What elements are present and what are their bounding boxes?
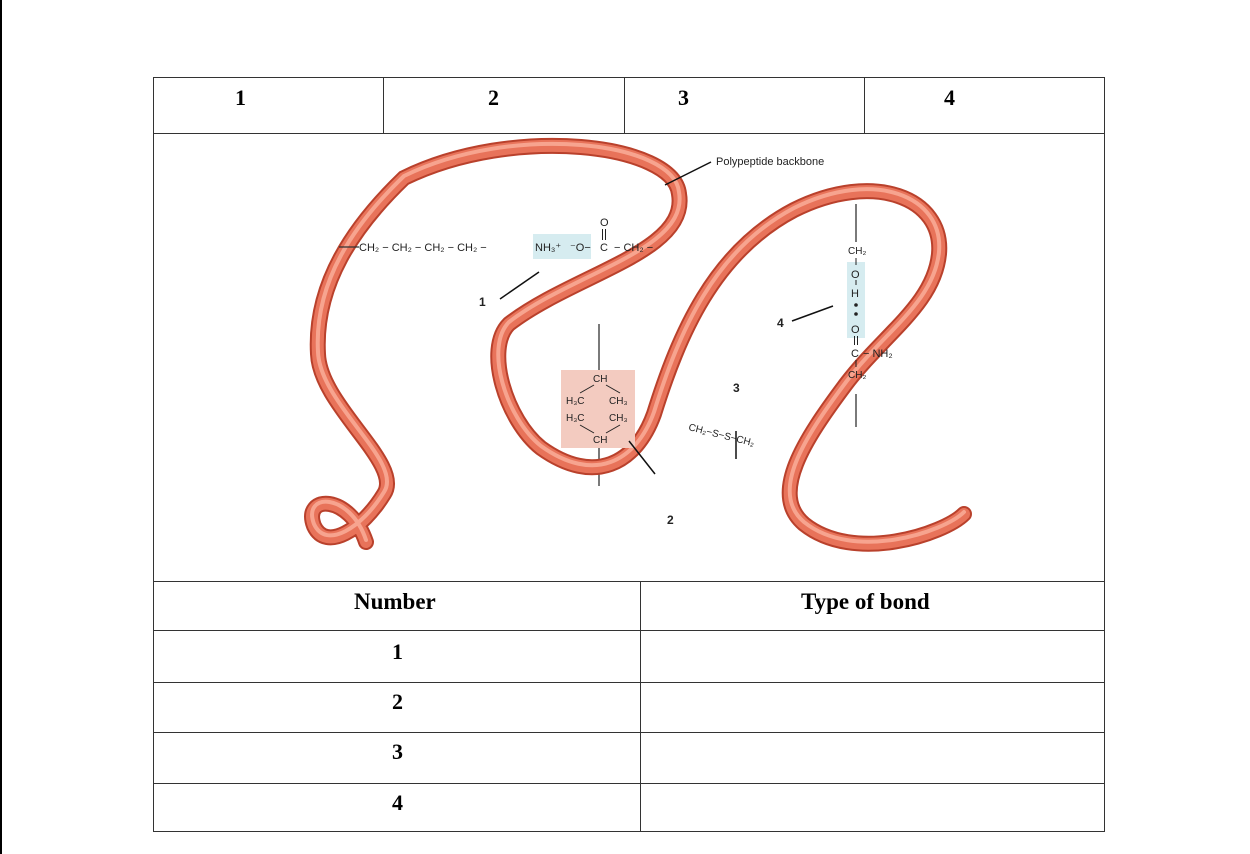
header-cell-2: 2 (488, 85, 499, 110)
bond-answer-table: Number Type of bond 1 2 3 4 (154, 581, 1104, 832)
header-divider (624, 78, 625, 133)
header-divider (864, 78, 865, 133)
table-row: 2 (154, 682, 1104, 732)
hydrophobic-h3c-2: H₃C (566, 413, 585, 424)
hbond-ch2-top: CH₂ (848, 246, 866, 257)
table-row: 3 (154, 732, 1104, 783)
hbond-o2: O (851, 324, 860, 336)
hydrophobic-ch3-2: CH₃ (609, 413, 628, 424)
leader-lines (499, 161, 834, 475)
column-header-number: Number (354, 589, 436, 614)
hydrophobic-ch-bottom: CH (593, 435, 607, 446)
callout-3: 3 (733, 381, 740, 395)
table-header-row: Number Type of bond (154, 581, 1104, 630)
ionic-tail: − CH₂ − (614, 242, 653, 254)
column-header-type: Type of bond (801, 589, 930, 614)
row-number: 1 (392, 639, 403, 664)
hbond-highlight (847, 262, 865, 338)
header-divider (383, 78, 384, 133)
ionic-o-minus: ⁻O− (570, 242, 591, 254)
disulfide-chain: CH₂−S−S−CH₂ (687, 422, 755, 449)
hydrophobic-ch-top: CH (593, 374, 607, 385)
hydrophobic-h3c-1: H₃C (566, 396, 585, 407)
hbond-h: H (851, 288, 859, 300)
backbone-label: Polypeptide backbone (716, 156, 824, 168)
ionic-carbon: C (600, 242, 608, 254)
hbond-nh2: − NH₂ (863, 348, 893, 360)
row-number: 2 (392, 689, 403, 714)
callout-1: 1 (479, 295, 486, 309)
table-column-divider (640, 581, 641, 832)
worksheet: 1 2 3 4 (153, 77, 1105, 832)
hbond-o: O (851, 269, 860, 281)
page-edge (0, 0, 2, 854)
ionic-chain: CH₂ − CH₂ − CH₂ − CH₂ − (359, 242, 487, 254)
callout-2: 2 (667, 513, 674, 527)
hydrophobic-ch3-1: CH₃ (609, 396, 628, 407)
ionic-highlight (533, 234, 591, 259)
ionic-oxygen: O (600, 217, 609, 229)
table-row: 4 (154, 783, 1104, 833)
header-cell-3: 3 (678, 85, 689, 110)
header-cell-1: 1 (235, 85, 246, 110)
header-cell-4: 4 (944, 85, 955, 110)
header-number-row: 1 2 3 4 (154, 78, 1104, 134)
row-number: 4 (392, 790, 403, 815)
hbond-ch2-bottom: CH₂ (848, 370, 866, 381)
polypeptide-backbone (304, 137, 972, 552)
callout-4: 4 (777, 316, 784, 330)
ionic-nh3: NH₃⁺ (535, 242, 561, 254)
hbond-c: C (851, 348, 859, 360)
protein-figure: CH₂ − CH₂ − CH₂ − CH₂ − NH₃⁺ ⁻O− C O − C… (304, 137, 972, 552)
hydrophobic-highlight (561, 370, 635, 448)
table-row: 1 (154, 630, 1104, 682)
bond-connectors (598, 204, 857, 486)
protein-diagram: CH₂ − CH₂ − CH₂ − CH₂ − NH₃⁺ ⁻O− C O − C… (154, 134, 1104, 581)
row-number: 3 (392, 739, 403, 764)
